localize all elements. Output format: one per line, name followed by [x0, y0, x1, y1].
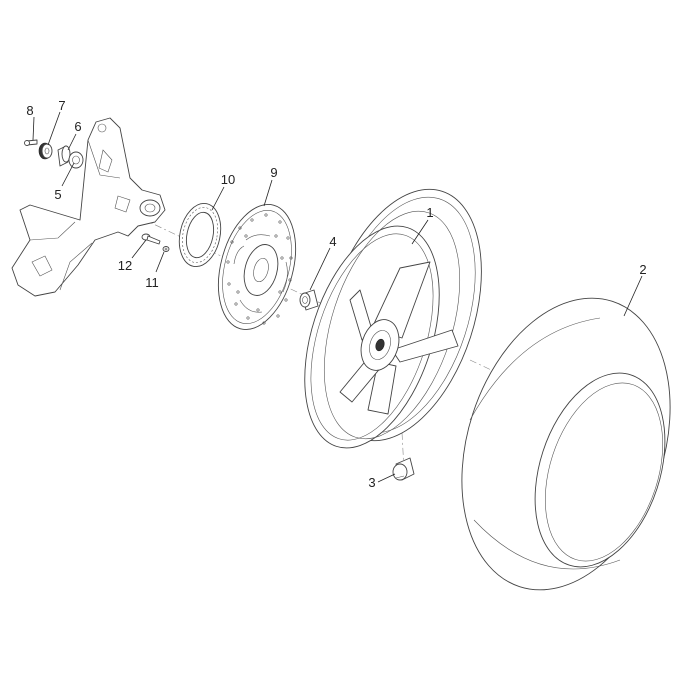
part-4-spacer[interactable] [299, 289, 319, 311]
part-2-tyre[interactable] [426, 271, 700, 617]
callout-1[interactable]: 1 [426, 205, 433, 220]
swing-arm-bracket[interactable] [11, 117, 166, 297]
callout-8[interactable]: 8 [26, 103, 33, 118]
callout-7[interactable]: 7 [58, 98, 65, 113]
disc-holes [226, 213, 293, 325]
callout-2[interactable]: 2 [639, 262, 646, 277]
leader-lines [32, 111, 643, 483]
part-3-valve[interactable] [392, 457, 415, 481]
part-1-wheel-rim[interactable] [279, 169, 510, 465]
part-11-screw[interactable] [162, 246, 170, 252]
part-5-bearing[interactable] [68, 151, 84, 169]
callout-3[interactable]: 3 [368, 475, 375, 490]
callout-10[interactable]: 10 [221, 172, 235, 187]
callout-9[interactable]: 9 [270, 165, 277, 180]
callout-labels: 8 7 6 5 10 9 1 4 2 12 11 3 [26, 98, 646, 490]
callout-11[interactable]: 11 [145, 275, 159, 290]
callout-6[interactable]: 6 [74, 119, 81, 134]
callout-4[interactable]: 4 [329, 234, 336, 249]
callout-5[interactable]: 5 [54, 187, 61, 202]
part-7-gear[interactable] [38, 142, 53, 160]
part-8-pin[interactable] [24, 139, 38, 146]
part-10-tone-ring[interactable] [174, 200, 226, 271]
wheel-spokes [339, 261, 459, 415]
callout-12[interactable]: 12 [118, 258, 132, 273]
part-12-bolt[interactable] [141, 233, 161, 245]
part-9-brake-disc[interactable] [206, 196, 309, 338]
